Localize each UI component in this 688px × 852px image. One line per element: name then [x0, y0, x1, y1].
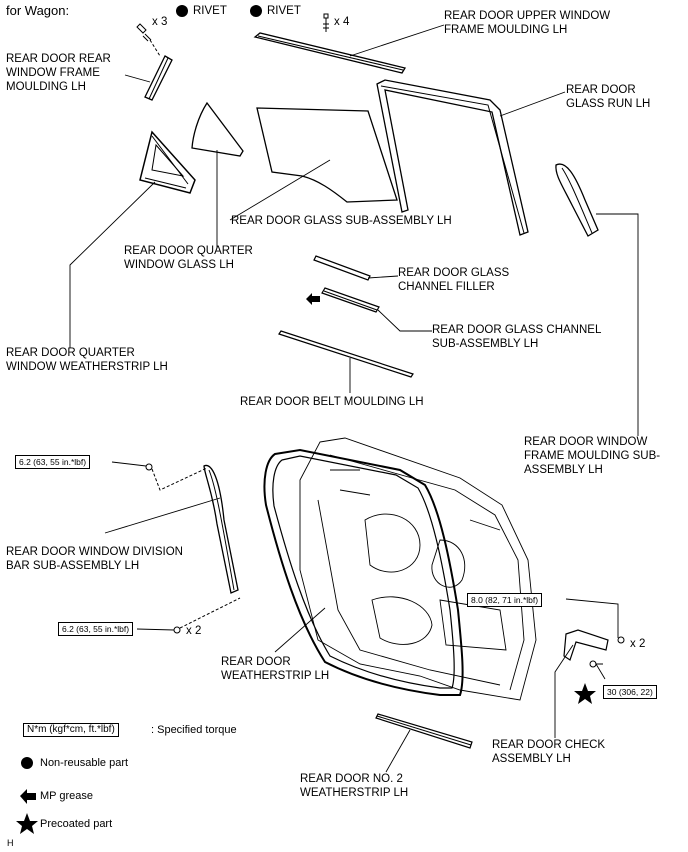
no2-weatherstrip-part — [375, 713, 473, 749]
label-glass-run: REAR DOOR GLASS RUN LH — [566, 84, 651, 110]
rivet-label-b: RIVET — [267, 5, 301, 17]
door-weatherstrip-part — [263, 448, 464, 696]
legend-precoated: Precoated part — [40, 818, 113, 830]
label-glass-channel-filler: REAR DOOR GLASS CHANNEL FILLER — [398, 267, 510, 293]
legend-torque-box: N*m (kgf*cm, ft.*lbf) — [23, 723, 119, 737]
precoated-star-icon — [574, 683, 596, 704]
non-reusable-dot-icon — [176, 5, 188, 17]
legend-dot-icon — [21, 757, 33, 769]
torque-check-to-door: 30 (306, 22) — [603, 685, 657, 699]
mp-grease-arrow-icon — [306, 293, 320, 305]
label-window-division-bar: REAR DOOR WINDOW DIVISION BAR SUB-ASSEMB… — [6, 546, 183, 572]
qty-x4: x 4 — [334, 16, 350, 28]
glass-channel-sub-part — [321, 287, 380, 313]
door-panel-part — [299, 437, 537, 701]
belt-moulding-part — [278, 330, 414, 378]
label-belt-moulding: REAR DOOR BELT MOULDING LH — [240, 396, 424, 408]
label-quarter-window-glass: REAR DOOR QUARTER WINDOW GLASS LH — [124, 245, 253, 271]
torque-division-bar-top: 6.2 (63, 55 in.*lbf) — [15, 455, 91, 469]
rivet-label-a: RIVET — [193, 5, 227, 17]
rivet-icon-x4 — [323, 13, 329, 32]
label-quarter-window-weatherstrip: REAR DOOR QUARTER WINDOW WEATHERSTRIP LH — [6, 347, 168, 373]
glass-channel-filler-part — [313, 255, 371, 281]
window-frame-moulding-sub-part — [555, 163, 599, 237]
label-check-assembly: REAR DOOR CHECK ASSEMBLY LH — [492, 739, 606, 765]
label-door-weatherstrip: REAR DOOR WEATHERSTRIP LH — [221, 656, 330, 682]
quarter-window-glass-part — [191, 101, 244, 157]
legend-torque-desc: : Specified torque — [151, 724, 237, 736]
rivet-icon-x3 — [136, 23, 152, 42]
rear-window-frame-moulding-part — [144, 39, 173, 101]
qty-x2-left: x 2 — [186, 625, 202, 637]
label-upper-window-frame-moulding: REAR DOOR UPPER WINDOW FRAME MOULDING LH — [444, 10, 611, 36]
quarter-window-weatherstrip-part — [139, 130, 196, 194]
qty-x3: x 3 — [152, 16, 168, 28]
figure-code: H — [7, 838, 14, 848]
torque-check-to-body: 8.0 (82, 71 in.*lbf) — [467, 593, 543, 607]
check-assembly-part — [563, 629, 625, 668]
glass-sub-assembly-part — [256, 107, 398, 203]
label-glass-channel-sub-assembly: REAR DOOR GLASS CHANNEL SUB-ASSEMBLY LH — [432, 324, 602, 350]
label-glass-sub-assembly: REAR DOOR GLASS SUB-ASSEMBLY LH — [231, 215, 452, 227]
label-window-frame-moulding-sub: REAR DOOR WINDOW FRAME MOULDING SUB- ASS… — [524, 436, 661, 476]
label-no2-weatherstrip: REAR DOOR NO. 2 WEATHERSTRIP LH — [300, 773, 409, 799]
qty-x2-right: x 2 — [630, 638, 646, 650]
glass-run-part — [376, 79, 529, 236]
legend-non-reusable: Non-reusable part — [40, 757, 129, 769]
torque-division-bar-bottom: 6.2 (63, 55 in.*lbf) — [58, 622, 134, 636]
legend-mp-grease: MP grease — [40, 790, 93, 802]
legend-arrow-icon — [20, 789, 36, 804]
window-division-bar-part — [145, 463, 241, 634]
legend-star-icon — [16, 813, 38, 834]
variant-label: for Wagon: — [6, 3, 70, 18]
non-reusable-dot-icon — [250, 5, 262, 17]
label-rear-window-frame-moulding: REAR DOOR REAR WINDOW FRAME MOULDING LH — [6, 53, 111, 93]
leader-lines — [69, 24, 639, 773]
upper-window-frame-moulding-part — [253, 32, 407, 74]
